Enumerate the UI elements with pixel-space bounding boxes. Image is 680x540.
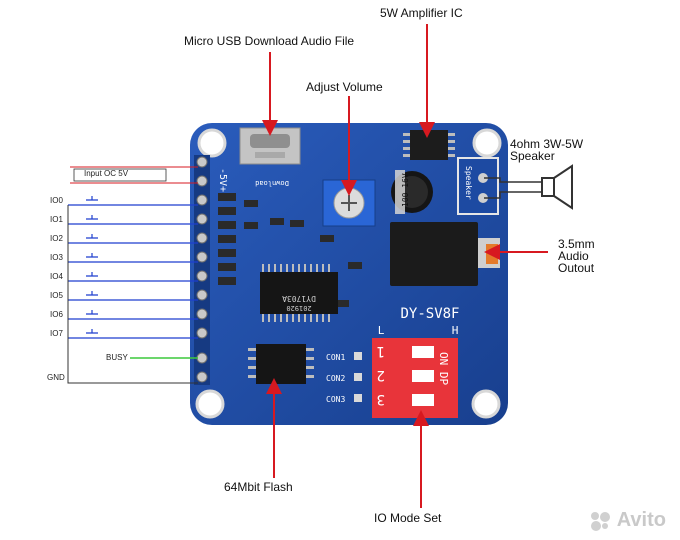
amplifier-ic (403, 130, 455, 160)
flash-chip (248, 344, 314, 384)
smd-resistors (218, 193, 362, 307)
con3-label: CON3 (326, 395, 345, 404)
capacitor-label: 100 16V (401, 173, 410, 207)
io3-label: IO3 (50, 253, 63, 262)
pin-header (194, 155, 210, 385)
busy-label: BUSY (106, 353, 128, 362)
io-mode-callout: IO Mode Set (374, 511, 442, 525)
usb-callout: Micro USB Download Audio File (184, 34, 355, 48)
io-buttons (86, 196, 98, 334)
mounting-holes (195, 128, 502, 419)
watermark-text: Avito (616, 509, 666, 531)
micro-usb-connector (239, 127, 301, 165)
gnd-label: GND (47, 373, 65, 382)
audio-out-callout: 3.5mm Audio Outout (558, 237, 595, 275)
power-wires (70, 166, 198, 184)
power-pin-label: -5V+ (217, 168, 228, 192)
decoder-chip (260, 264, 338, 322)
amplifier-callout: 5W Amplifier IC (380, 6, 463, 20)
l-label: L (378, 324, 385, 337)
watermark: Avito (589, 509, 666, 532)
usb-silkscreen: Download (255, 179, 289, 187)
h-label: H (452, 324, 459, 337)
volume-callout: Adjust Volume (306, 80, 383, 94)
speaker-callout: 4ohm 3W-5W Speaker (510, 137, 584, 163)
io1-label: IO1 (50, 215, 63, 224)
chip-marking: DY1703A (282, 294, 316, 303)
flash-callout: 64Mbit Flash (224, 480, 293, 494)
input-label: Input OC 5V (84, 169, 129, 178)
io-wires (68, 204, 198, 339)
model-label: DY-SV8F (400, 306, 459, 322)
speaker-terminal (457, 157, 499, 215)
io2-label: IO2 (50, 234, 63, 243)
io6-label: IO6 (50, 310, 63, 319)
gnd-bus (67, 205, 198, 384)
dip-num-3: 3 (377, 391, 385, 407)
speaker-silkscreen: Speaker (464, 166, 473, 200)
io5-label: IO5 (50, 291, 63, 300)
con2-label: CON2 (326, 374, 345, 383)
dip-num-1: 1 (377, 343, 385, 359)
io7-label: IO7 (50, 329, 63, 338)
on-dp-label: ON DP (437, 352, 450, 385)
io0-label: IO0 (50, 196, 63, 205)
electrolytic-capacitor (391, 170, 433, 214)
con-pads (354, 352, 362, 402)
con1-label: CON1 (326, 353, 345, 362)
avito-logo-icon (589, 510, 611, 532)
callout-arrows (262, 24, 548, 508)
dip-switch (372, 338, 458, 418)
dip-num-2: 2 (377, 367, 385, 383)
speaker-symbol (484, 164, 573, 210)
io4-label: IO4 (50, 272, 63, 281)
chip-marking-2: 201920 (286, 304, 311, 312)
